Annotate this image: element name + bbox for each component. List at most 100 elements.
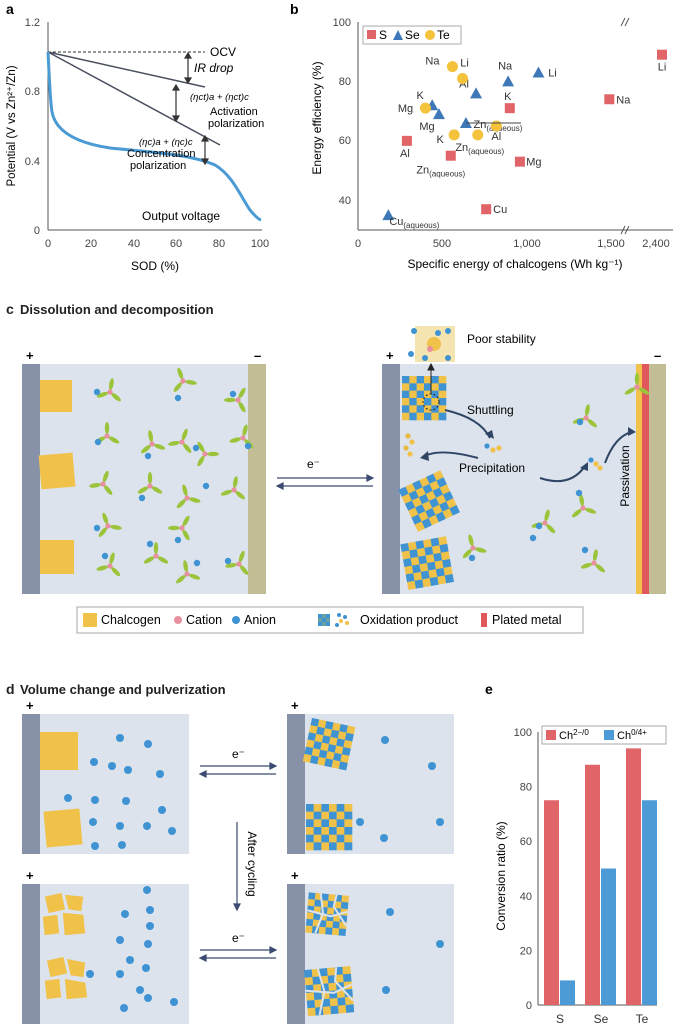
activation-line [47, 51, 221, 146]
data-point-s [504, 103, 515, 114]
data-point-label: Na [425, 56, 440, 68]
anion [386, 908, 394, 916]
data-point-label: Li [460, 57, 469, 69]
data-point-se [432, 108, 445, 120]
panel-e-legend: Ch2−/0 Ch0/4+ [541, 725, 667, 745]
right-positive-electrode [382, 364, 400, 594]
panel-b-xlabel: Specific energy of chalcogens (Wh kg⁻¹) [407, 257, 622, 271]
salt-ion-cluster [141, 430, 166, 454]
anion [229, 390, 237, 398]
concentration-polarization-label: polarization [130, 160, 186, 172]
data-point-te [472, 129, 484, 141]
shuttling-arrowheads [420, 427, 636, 471]
oxidation-product-dot [484, 443, 490, 449]
d-electrode [22, 884, 40, 1024]
oxidation-product-dot [588, 457, 594, 463]
anion [168, 827, 176, 835]
anion [146, 906, 154, 914]
d-electron-top: e⁻ [232, 747, 245, 761]
data-point-s [514, 156, 525, 167]
data-point-label: K [417, 90, 425, 102]
x-tick: 0 [45, 238, 51, 250]
right-plus-sign: + [386, 348, 394, 363]
dissolution-site [422, 393, 440, 411]
stability-dot [411, 328, 417, 334]
anion [90, 758, 98, 766]
data-point-label: Li [548, 68, 557, 80]
legend-ch04-label: Ch0/4+ [617, 728, 647, 742]
d-electron-arrows-top [198, 762, 278, 778]
anion [116, 734, 124, 742]
anion [170, 998, 178, 1006]
legend-plated-swatch [481, 613, 487, 627]
data-point-se [459, 117, 472, 129]
bar-te-series-2 [642, 800, 657, 1005]
poor-stability-dots [408, 328, 451, 361]
output-voltage-label: Output voltage [142, 209, 220, 223]
oxidation-crystal [306, 804, 353, 851]
legend-s-marker [367, 30, 376, 39]
anion [121, 910, 129, 918]
data-point-te [490, 120, 502, 132]
salt-ion-cluster [168, 515, 190, 541]
anion [146, 540, 154, 548]
oxidation-crystal [304, 966, 355, 1017]
panel-a-letter: a [6, 1, 14, 17]
panel-b-y-ticks: 40 60 80 100 [333, 17, 351, 207]
stability-dot [422, 355, 428, 361]
panel-b-legend: S Se Te [362, 25, 462, 45]
anion [144, 940, 152, 948]
panel-a-y-ticks: 0 0.4 0.8 1.2 [25, 17, 40, 237]
anion [136, 986, 144, 994]
legend-oxidation-label: Oxidation product [360, 613, 459, 627]
anion [118, 841, 126, 849]
ir-line [47, 51, 206, 88]
anion [535, 522, 543, 530]
salt-ion-cluster [580, 549, 605, 573]
oxidation-product-dot [496, 445, 502, 451]
anion [108, 762, 116, 770]
y-tick: 0 [34, 225, 40, 237]
x-tick: 80 [213, 238, 225, 250]
anion [174, 536, 182, 544]
anion [381, 736, 389, 744]
panel-b-x-ticks: 0 500 1,000 1,500 2,400 [355, 238, 670, 250]
data-point-label: K [436, 134, 444, 146]
data-point-s [481, 204, 492, 215]
panel-e-letter: e [485, 681, 493, 697]
anion [382, 986, 390, 994]
anion [116, 822, 124, 830]
d-electron-bottom: e⁻ [232, 931, 245, 945]
stability-dot [428, 339, 434, 345]
x-tick: 500 [433, 238, 451, 250]
salt-ion-cluster [98, 512, 122, 537]
anion [144, 452, 152, 460]
anion [93, 388, 101, 396]
legend-cation-swatch [174, 616, 182, 624]
data-point-te [448, 129, 460, 141]
d-plus: + [291, 698, 299, 713]
d-anions [64, 734, 444, 1012]
anion [116, 970, 124, 978]
panel-c-letter: c [6, 301, 14, 317]
oxidation-crystal [305, 892, 349, 936]
shuttling-label: Shuttling [467, 403, 514, 417]
concentration-eq: (ηc)a + (ηc)c [139, 137, 193, 148]
anion [138, 494, 146, 502]
legend-s-label: S [379, 28, 387, 42]
anion [356, 818, 364, 826]
anion [146, 922, 154, 930]
bar-s-series-1 [544, 800, 559, 1005]
data-point-se [470, 87, 483, 99]
chalcogen-particle [38, 452, 76, 490]
x-tick: Se [594, 1012, 609, 1026]
data-point-label: Mg [398, 103, 413, 115]
salt-ion-cluster [197, 441, 219, 467]
activation-polarization-label: polarization [208, 118, 264, 130]
anion [91, 842, 99, 850]
data-point-se [532, 66, 545, 78]
left-cell-ions [89, 367, 254, 584]
data-point-s [401, 135, 412, 146]
oxidation-product-dot [405, 433, 411, 439]
bar-te-series-1 [626, 748, 641, 1005]
